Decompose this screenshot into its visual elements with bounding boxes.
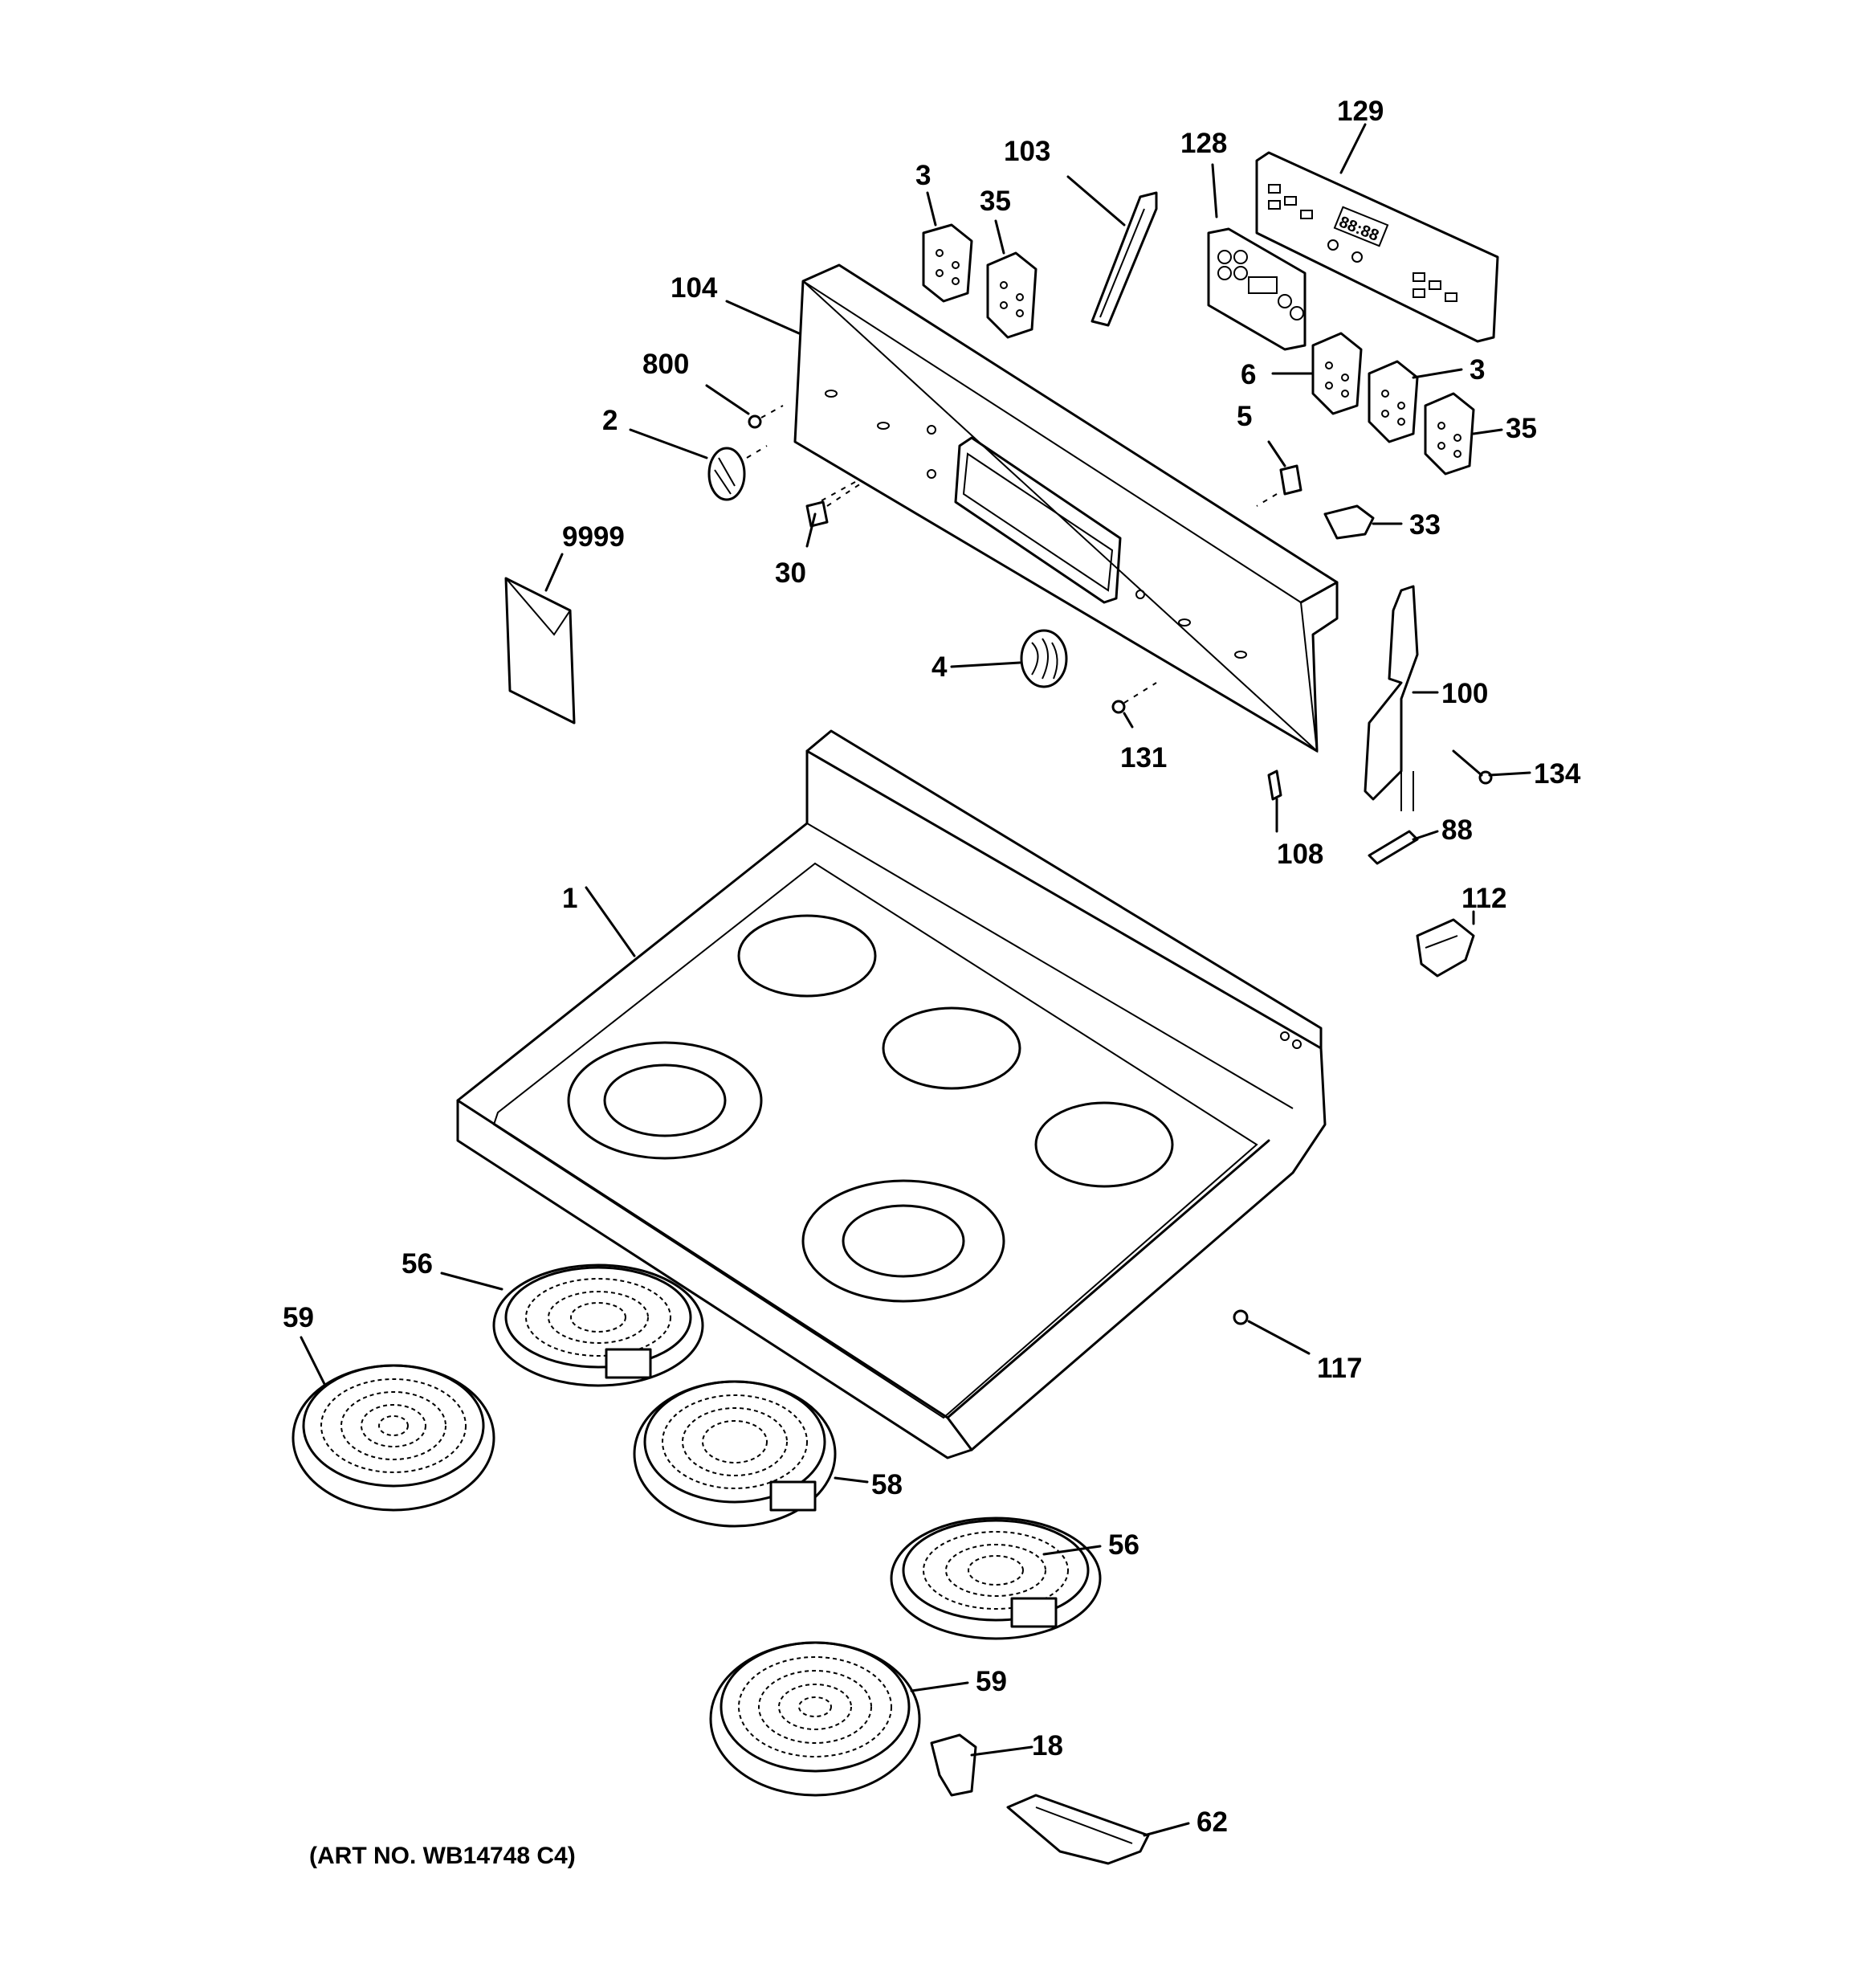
callout-56-lower: 56	[1108, 1529, 1139, 1561]
part-4-knob	[1020, 629, 1068, 688]
callout-800: 800	[642, 349, 689, 380]
callout-2: 2	[602, 405, 618, 436]
callout-59-left: 59	[283, 1302, 314, 1333]
callout-9999: 9999	[562, 521, 625, 553]
part-56-surface-unit-upper	[492, 1263, 704, 1387]
part-56-surface-unit-lower	[890, 1517, 1102, 1640]
part-129-control-board: 88:88	[1255, 151, 1499, 343]
part-33-relay	[1323, 504, 1375, 540]
callout-134: 134	[1534, 758, 1581, 790]
part-112-sensor	[1416, 918, 1475, 978]
leader-lines	[300, 123, 1531, 1837]
callout-108: 108	[1277, 839, 1323, 870]
part-5-switch-small	[1256, 464, 1302, 507]
callout-131: 131	[1120, 742, 1167, 774]
callout-88: 88	[1441, 814, 1473, 846]
part-59-surface-unit-left	[291, 1364, 495, 1512]
callout-56-upper: 56	[402, 1248, 433, 1280]
callout-30: 30	[775, 557, 806, 589]
part-104-backsplash	[793, 263, 1339, 753]
callout-35-right: 35	[1506, 413, 1537, 444]
callout-59-lower: 59	[976, 1666, 1007, 1697]
part-100-end-cap	[1364, 585, 1419, 811]
callout-5: 5	[1237, 401, 1252, 432]
part-9999-literature	[504, 577, 576, 725]
part-131-screw	[1111, 682, 1157, 714]
part-30-lamp-holder	[805, 481, 864, 528]
part-128-overlay	[1207, 227, 1307, 351]
callout-103: 103	[1004, 136, 1050, 167]
part-1-cooktop	[456, 729, 1327, 1459]
part-18-clip	[930, 1733, 977, 1797]
callout-labels: 129 128 103 3 35 104 800 2 9999 30 5 6 3…	[283, 96, 1581, 1869]
part-134-screw	[1452, 749, 1493, 785]
part-3-switch-top	[922, 223, 973, 303]
art-number-caption: (ART NO. WB14748 C4)	[309, 1843, 576, 1869]
callout-33: 33	[1409, 509, 1441, 541]
callout-112: 112	[1461, 883, 1506, 914]
callout-3-top: 3	[915, 160, 931, 191]
callout-1: 1	[562, 883, 577, 914]
part-6-switch	[1311, 332, 1363, 415]
part-800-screw	[748, 405, 784, 429]
part-117-nut	[1233, 1309, 1249, 1325]
part-3-switch-right	[1368, 360, 1419, 443]
part-35-switch-right	[1424, 392, 1475, 476]
part-35-switch-top	[986, 251, 1037, 339]
callout-117: 117	[1317, 1353, 1362, 1384]
callout-4: 4	[932, 651, 948, 683]
part-62-receptacle-tray	[1006, 1794, 1150, 1865]
callout-104: 104	[671, 272, 718, 304]
callout-58: 58	[871, 1469, 903, 1500]
part-88-bracket	[1368, 830, 1419, 865]
callout-129: 129	[1337, 96, 1384, 127]
part-103-bracket	[1090, 191, 1158, 327]
callout-35-top: 35	[980, 186, 1011, 217]
part-2-knob	[707, 445, 768, 501]
callout-62: 62	[1196, 1806, 1228, 1838]
callout-100: 100	[1441, 678, 1488, 709]
part-58-surface-unit-center	[633, 1380, 837, 1528]
callout-18: 18	[1032, 1730, 1063, 1761]
callout-3-right: 3	[1470, 354, 1485, 386]
callout-6: 6	[1241, 359, 1256, 390]
part-59-surface-unit-lower	[709, 1641, 921, 1797]
part-108-clip	[1267, 769, 1282, 801]
callout-128: 128	[1180, 128, 1227, 159]
